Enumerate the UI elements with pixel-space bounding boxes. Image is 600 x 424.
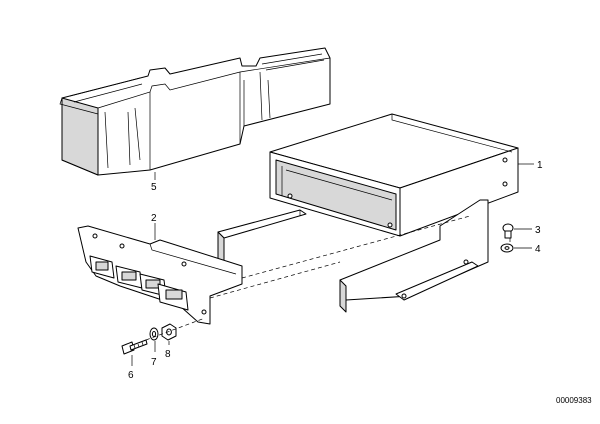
mounting-bracket-right: [339, 199, 489, 313]
callout-2: 2: [151, 213, 157, 224]
part-4-washer: [500, 243, 514, 253]
callout-4: 4: [535, 244, 541, 255]
leader-lines: [131, 163, 534, 366]
part-8-nut: [161, 323, 177, 341]
callout-3: 3: [535, 225, 541, 236]
part-5-housing-tray: [59, 47, 331, 176]
part-6-screw: [121, 339, 148, 355]
connector-socket-1: [89, 255, 115, 279]
callout-7: 7: [151, 357, 157, 368]
callout-8: 8: [165, 349, 171, 360]
connector-socket-4: [157, 283, 189, 311]
part-1-control-unit: [269, 113, 519, 237]
part-3-screw: [502, 223, 514, 239]
part-7-washer: [149, 327, 159, 341]
callout-6: 6: [128, 370, 134, 381]
part-2-connector-bracket: [77, 225, 243, 325]
document-number: 00009383: [556, 396, 592, 405]
callout-1: 1: [537, 160, 543, 171]
assembly-lines: [145, 215, 511, 341]
mounting-rail-left: [217, 209, 307, 269]
callout-5: 5: [151, 182, 157, 193]
